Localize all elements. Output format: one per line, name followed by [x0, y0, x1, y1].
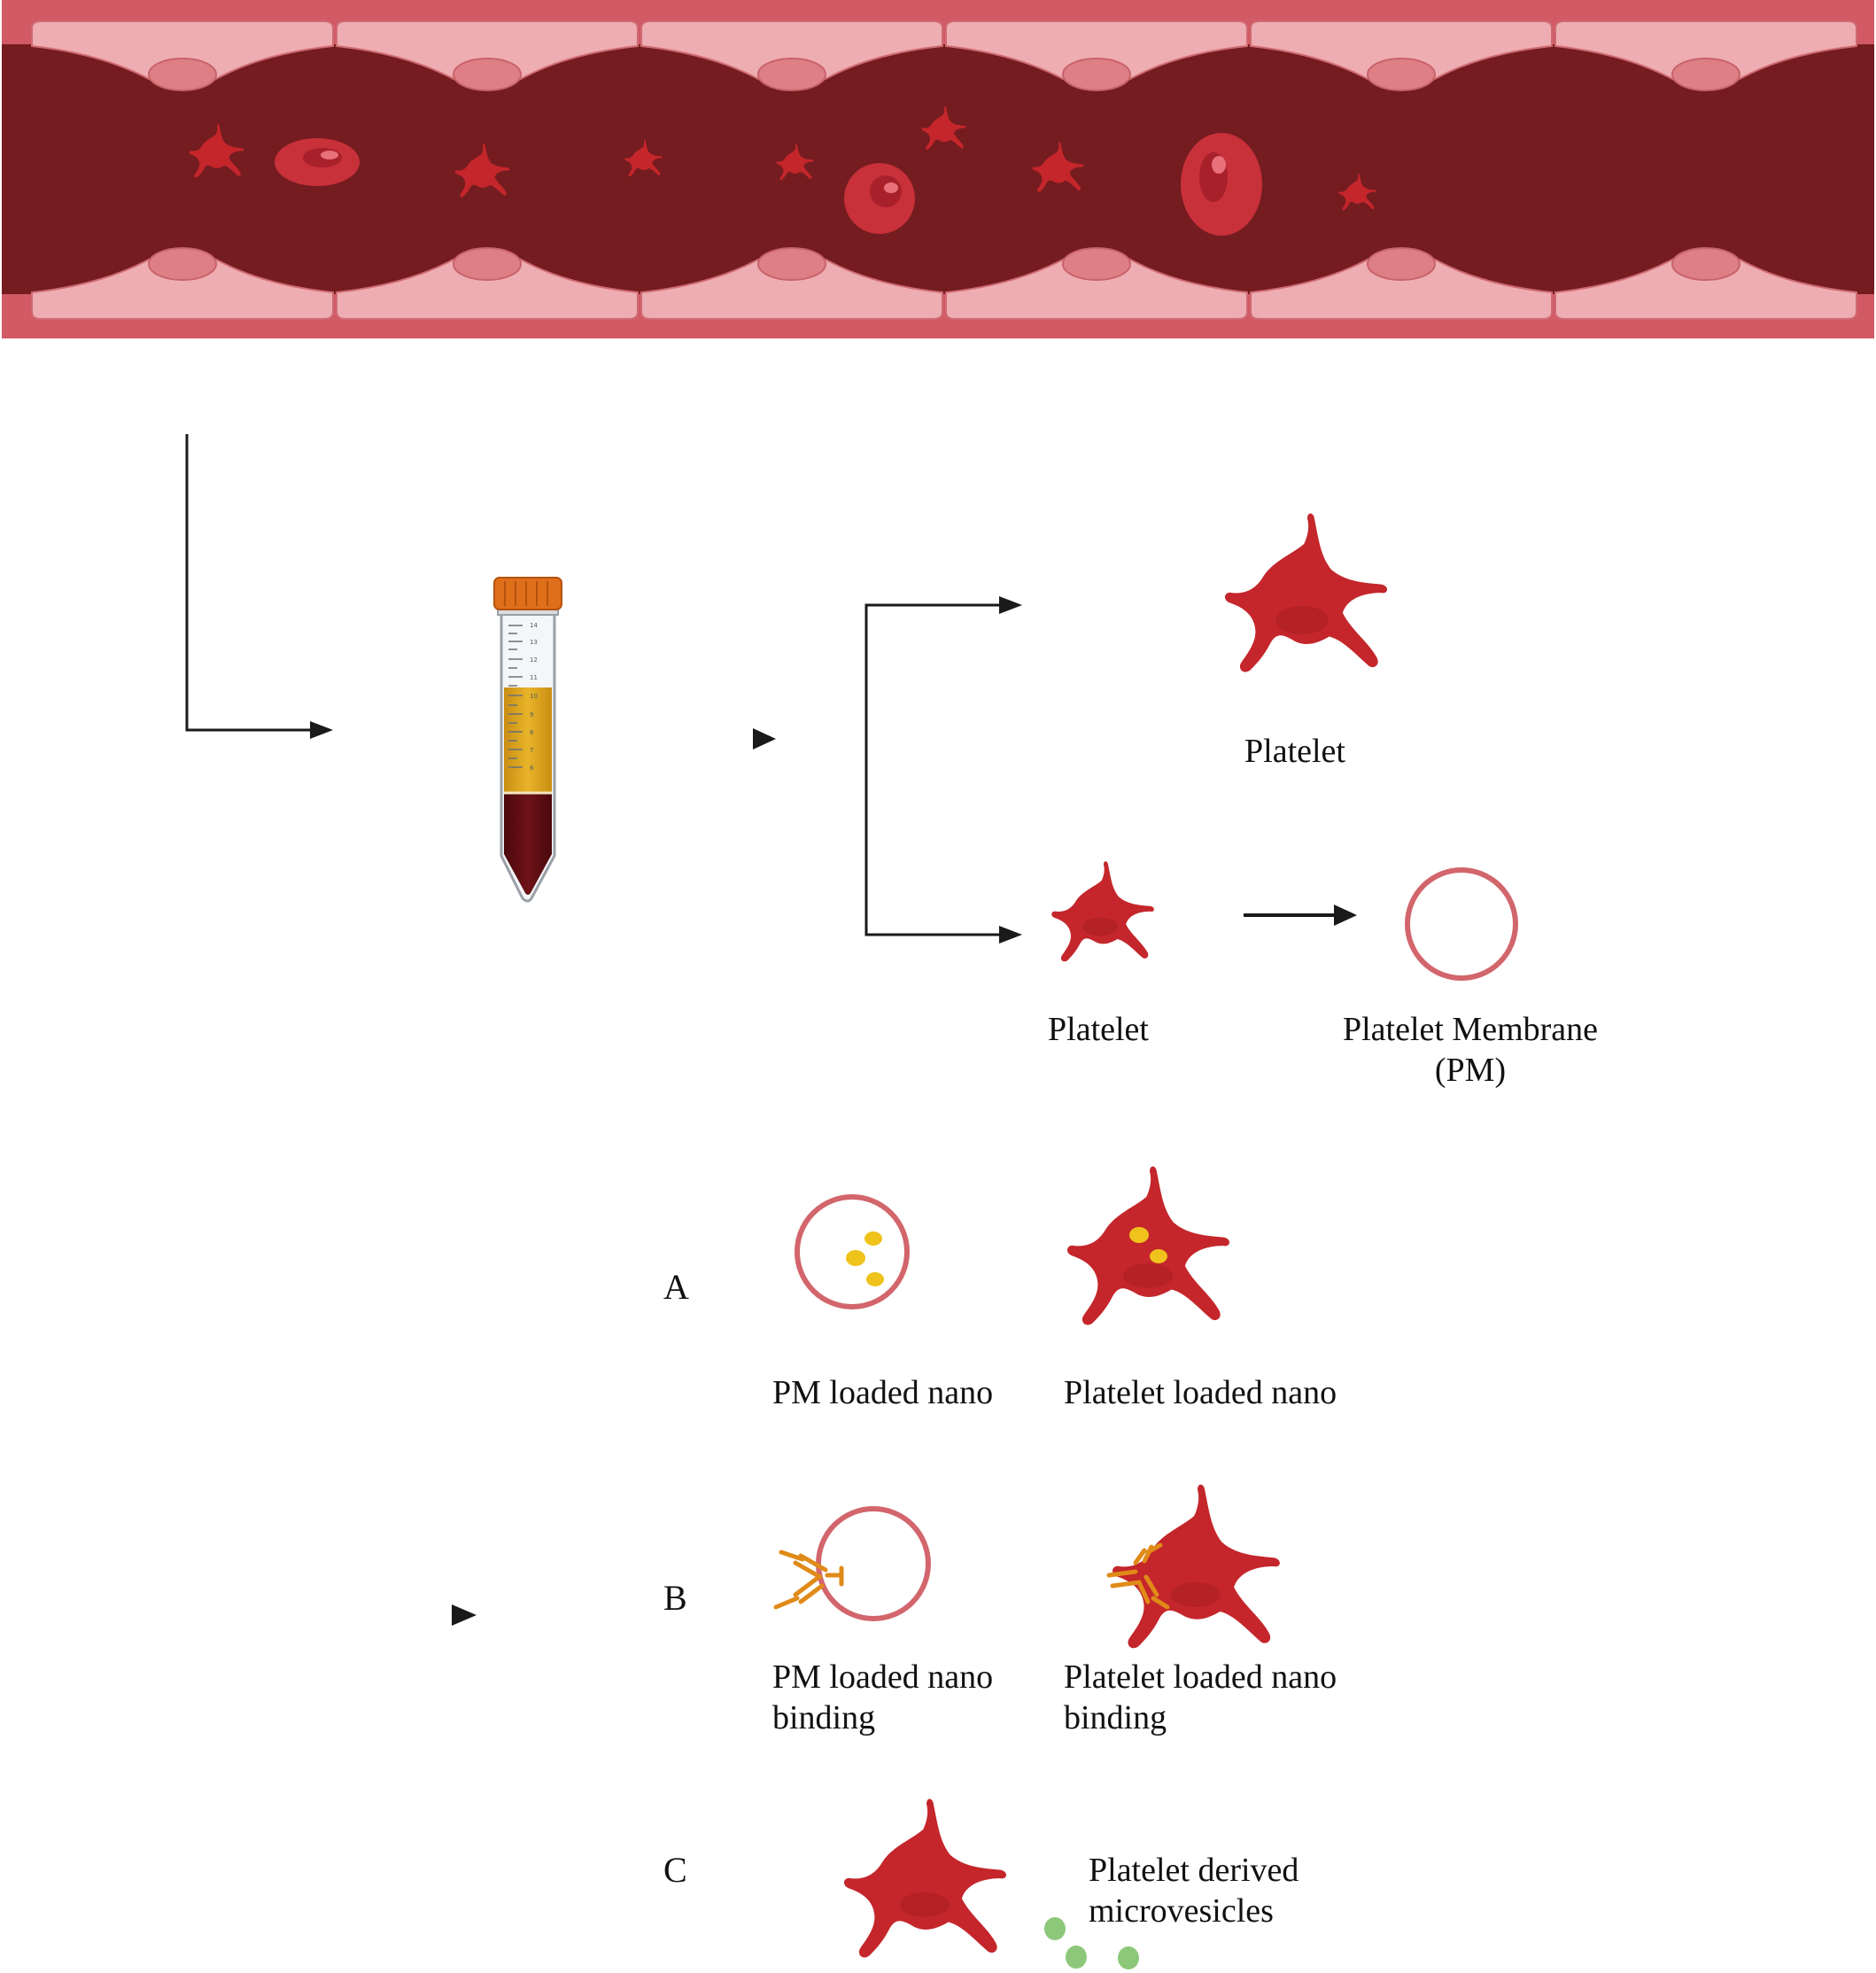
- antibody-icon: [773, 1550, 844, 1610]
- pm-loaded-nano: [795, 1194, 910, 1309]
- arrow-vessel-to-tube: [185, 434, 333, 739]
- microvesicle: [1044, 1917, 1066, 1940]
- platelet-large-top: [1224, 513, 1388, 672]
- red-blood-cell: [844, 163, 915, 234]
- tube-scale-label: 6: [530, 765, 534, 772]
- tube-scale-label: 10: [530, 693, 538, 700]
- label-pm-binding-line1: PM loaded nano: [772, 1658, 994, 1696]
- platelet-loaded-nano: [1066, 1166, 1230, 1325]
- platelet-membrane: [1405, 867, 1518, 981]
- microvesicle: [1118, 1946, 1139, 1969]
- label-platelet-binding-line2: binding: [1064, 1699, 1167, 1736]
- label-letter-a: A: [663, 1267, 689, 1307]
- platelet-loaded-nano-binding: [1106, 1484, 1280, 1649]
- nuclei-top: [148, 58, 1740, 91]
- label-microvesicles-line1: Platelet derived: [1089, 1852, 1299, 1889]
- label-platelet-membrane-line1: Platelet Membrane: [1342, 1011, 1599, 1048]
- arrow-tube-to-split: [691, 728, 776, 750]
- tube-scale-label: 14: [530, 622, 538, 629]
- tube-plasma-layer: [504, 687, 552, 792]
- label-pm-binding: PM loaded nano binding: [772, 1657, 993, 1738]
- tube-scale-label: 9: [530, 711, 533, 719]
- nanoparticle: [1150, 1249, 1167, 1263]
- label-platelet-loaded-nano: Platelet loaded nano: [1064, 1374, 1337, 1411]
- label-platelet-mid: Platelet: [1048, 1011, 1149, 1048]
- label-letter-c: C: [663, 1850, 687, 1890]
- label-microvesicles: Platelet derived microvesicles: [1089, 1850, 1298, 1931]
- arrow-platelet-to-membrane: [1244, 905, 1357, 926]
- tube-scale-label: 7: [530, 747, 533, 754]
- label-platelet-membrane: Platelet Membrane (PM): [1343, 1009, 1598, 1091]
- blood-vessel: [2, 0, 1874, 338]
- red-blood-cell: [275, 138, 360, 186]
- arrow-to-applications: [275, 1604, 477, 1626]
- label-platelet-binding: Platelet loaded nano binding: [1064, 1657, 1337, 1738]
- red-blood-cell: [1181, 133, 1262, 236]
- microvesicles: [1044, 1917, 1139, 1969]
- tube-blood-layer: [504, 794, 552, 895]
- tube-graduations: [508, 625, 523, 768]
- label-letter-b: B: [663, 1578, 687, 1618]
- label-pm-binding-line2: binding: [772, 1699, 876, 1736]
- platelet-releasing-microvesicles: [843, 1798, 1007, 1958]
- antibody-icon: [1106, 1542, 1170, 1610]
- nuclei-bottom: [148, 247, 1740, 281]
- label-pm-loaded-nano: PM loaded nano: [772, 1374, 994, 1411]
- nanoparticle: [866, 1272, 884, 1286]
- endothelial-cells-bottom: [31, 251, 1857, 320]
- label-platelet-membrane-line2: (PM): [1434, 1052, 1507, 1089]
- arrow-branch: [864, 596, 1022, 944]
- label-microvesicles-line2: microvesicles: [1089, 1892, 1274, 1930]
- centrifuge-tube: 14 13 12 11 10 9 8 7 6: [493, 577, 562, 903]
- tube-scale-label: 8: [530, 729, 533, 736]
- tube-scale-label: 11: [530, 674, 538, 681]
- label-platelet-top: Platelet: [1244, 733, 1345, 770]
- nanoparticle: [864, 1231, 882, 1246]
- tube-scale-label: 13: [530, 639, 538, 646]
- tube-scale-label: 12: [530, 656, 538, 664]
- pm-loaded-nano-binding: [773, 1506, 931, 1621]
- microvesicle: [1066, 1946, 1087, 1969]
- label-platelet-binding-line1: Platelet loaded nano: [1064, 1658, 1337, 1696]
- platelet-small-mid: [1051, 861, 1154, 962]
- nanoparticle: [846, 1250, 865, 1266]
- endothelial-cells-top: [31, 20, 1857, 88]
- nanoparticle: [1129, 1227, 1149, 1243]
- tube-cap: [493, 577, 562, 610]
